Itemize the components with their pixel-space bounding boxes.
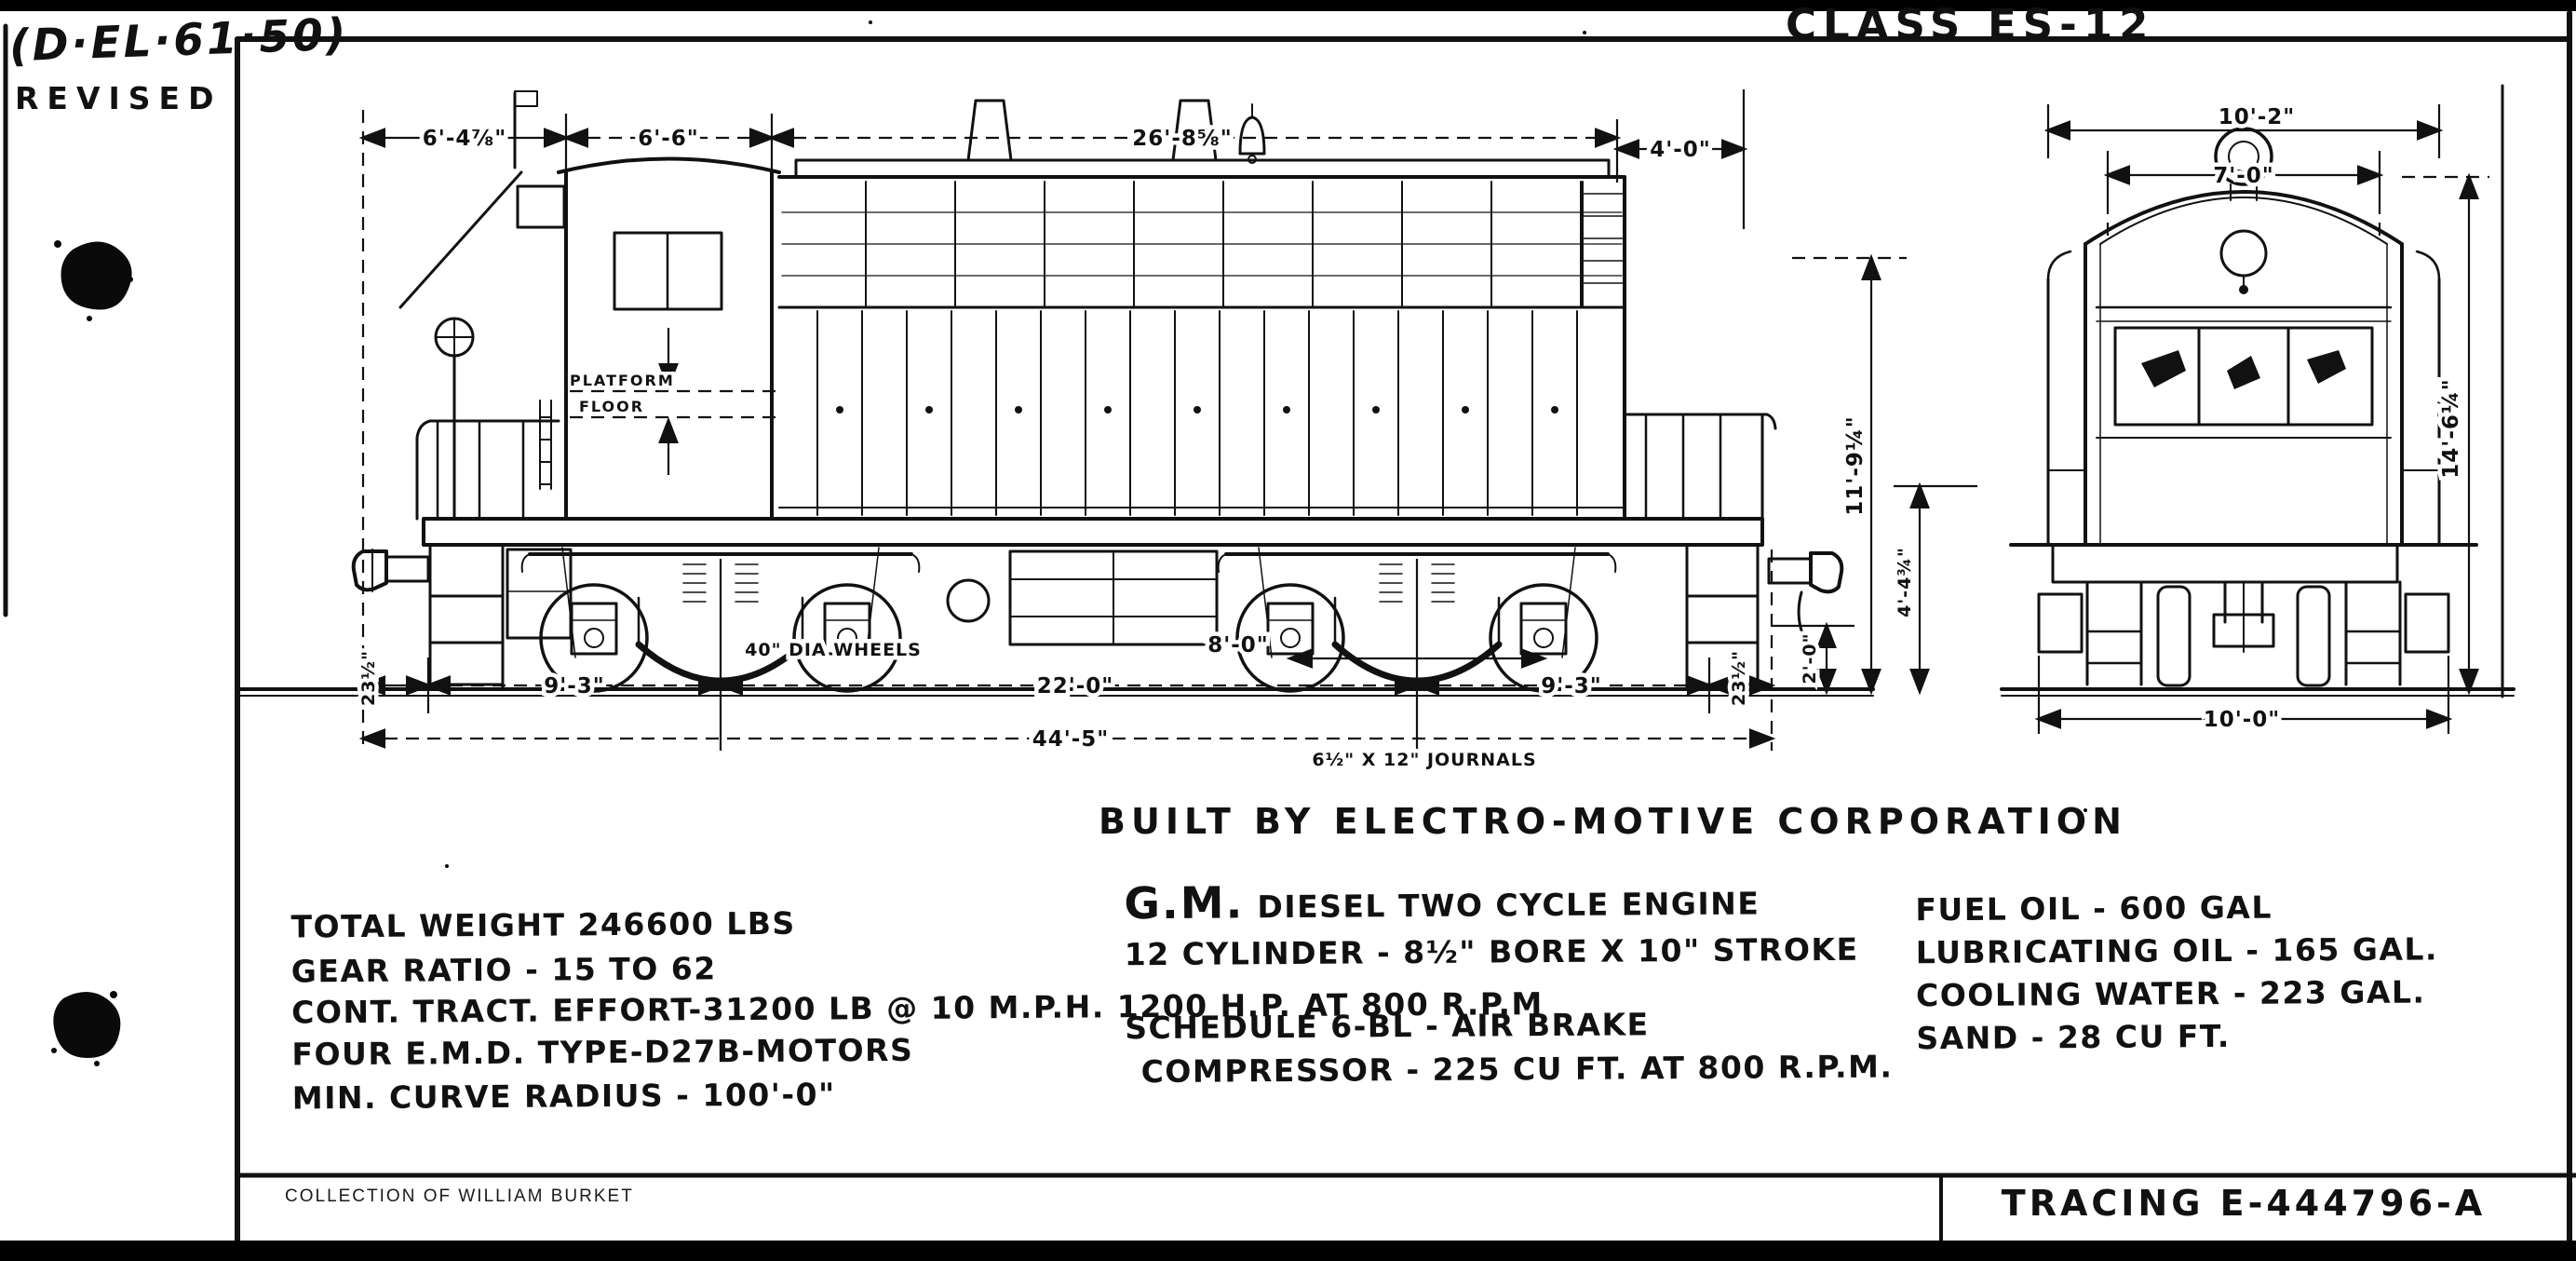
spec-lube-oil: LUBRICATING OIL - 165 GAL. bbox=[1915, 930, 2439, 971]
dim-hood-height: 11'-9¼" bbox=[1843, 415, 1868, 515]
spec-sand: SAND - 28 CU FT. bbox=[1916, 1017, 2232, 1057]
spec-cylinders: 12 CYLINDER - 8½" BORE X 10" STROKE bbox=[1124, 930, 1859, 973]
note-wheel-diameter: 40" DIA WHEELS bbox=[745, 640, 922, 660]
ink-blobs bbox=[51, 20, 2087, 1066]
spec-traction-motors: FOUR E.M.D. TYPE-D27B-MOTORS bbox=[291, 1031, 914, 1073]
dimension-lines bbox=[358, 89, 2489, 751]
built-by-caption: BUILT BY ELECTRO-MOTIVE CORPORATION bbox=[1099, 801, 2127, 842]
label-floor: FLOOR bbox=[579, 398, 644, 415]
spec-engine-type: DIESEL TWO CYCLE ENGINE bbox=[1257, 885, 1760, 926]
front-view bbox=[2009, 84, 2504, 698]
dim-hood-length: 26'-8⅝" bbox=[1132, 127, 1232, 151]
label-platform: PLATFORM bbox=[570, 372, 675, 389]
window-reflections bbox=[2141, 350, 2346, 389]
dim-coupler-height: 2'-0" bbox=[1800, 632, 1820, 684]
revised-label: REVISED bbox=[15, 80, 223, 116]
dim-front-overall-height: 14'-6¼" bbox=[2439, 378, 2463, 478]
dim-front-frame-width: 10'-0" bbox=[2204, 708, 2281, 732]
dim-front-overall-width: 10'-2" bbox=[2219, 105, 2296, 129]
dim-rear-coupler: 23½" bbox=[1729, 650, 1749, 706]
dim-front-coupler: 23½" bbox=[358, 650, 379, 706]
note-journals: 6½" X 12" JOURNALS bbox=[1312, 750, 1536, 770]
spec-air-brake: SCHEDULE 6-BL - AIR BRAKE bbox=[1125, 1006, 1650, 1047]
scan-edge-bottom bbox=[0, 1241, 2576, 1261]
sheet-frame bbox=[3, 10, 2576, 1251]
dim-rear-truck-span: 9'-3" bbox=[1541, 674, 1602, 698]
spec-engine-make: G.M. bbox=[1124, 877, 1245, 930]
dim-cab-length: 6'-6" bbox=[638, 127, 699, 151]
spec-fuel-oil: FUEL OIL - 600 GAL bbox=[1915, 888, 2273, 929]
dim-platform-height: 4'-4¾" bbox=[1895, 547, 1915, 617]
spec-min-curve-radius: MIN. CURVE RADIUS - 100'-0" bbox=[291, 1076, 836, 1117]
dim-truck-wheelbase: 8'-0" bbox=[1207, 633, 1269, 658]
dim-front-truck-span: 9'-3" bbox=[544, 674, 605, 698]
collection-credit: COLLECTION OF WILLIAM BURKET bbox=[285, 1186, 634, 1206]
dim-overall-length: 44'-5" bbox=[1032, 727, 1110, 752]
spec-gear-ratio: GEAR RATIO - 15 TO 62 bbox=[290, 950, 717, 990]
spec-engine: G.M. DIESEL TWO CYCLE ENGINE bbox=[1124, 874, 1760, 929]
dim-truck-centers: 22'-0" bbox=[1037, 674, 1114, 698]
door-latches bbox=[836, 406, 1558, 414]
dim-front-hood-width: 7'-0" bbox=[2213, 164, 2274, 188]
dim-front-overhang: 6'-4⅞" bbox=[423, 127, 506, 151]
dim-rear-overhang: 4'-0" bbox=[1650, 138, 1711, 162]
spec-compressor: COMPRESSOR - 225 CU FT. AT 800 R.P.M. bbox=[1140, 1048, 1894, 1091]
spec-cooling-water: COOLING WATER - 223 GAL. bbox=[1915, 973, 2426, 1014]
spec-total-weight: TOTAL WEIGHT 246600 LBS bbox=[290, 904, 796, 945]
specifications-block: TOTAL WEIGHT 246600 LBS GEAR RATIO - 15 … bbox=[290, 874, 2439, 1117]
dimension-labels: 6'-4⅞" 6'-6" 26'-8⅝" 4'-0" 23½" 9'-3" 22… bbox=[355, 102, 2468, 775]
tracing-number: TRACING E-444796-A bbox=[2001, 1183, 2487, 1224]
scan-edge-top bbox=[0, 0, 2576, 11]
